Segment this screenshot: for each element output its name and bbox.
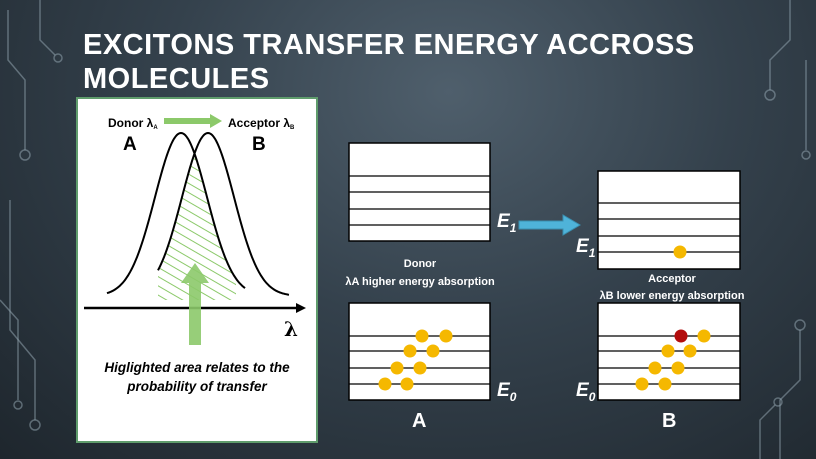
electron-dot	[648, 361, 662, 375]
electron-dot	[413, 361, 427, 375]
electron-dot	[439, 329, 453, 343]
energy-transfer-arrow	[518, 214, 581, 236]
transferring-electron-dot	[674, 329, 688, 343]
overlap-hatched-area	[158, 155, 236, 300]
curve-a-label: A	[123, 134, 137, 155]
caption-line-1: Higlighted area relates to the	[104, 360, 290, 375]
electron-dot	[697, 329, 711, 343]
electron-dot	[635, 377, 649, 391]
acceptor-title: Acceptor	[648, 273, 696, 285]
donor-to-acceptor-arrow	[164, 114, 222, 128]
donor-title: Donor	[403, 258, 437, 270]
electron-dot	[378, 377, 392, 391]
probability-arrow	[181, 263, 209, 345]
electron-dot	[400, 377, 414, 391]
acceptor-excited-box	[597, 170, 741, 270]
electron-dot	[683, 344, 697, 358]
acceptor-e0-label: E0	[576, 380, 596, 404]
electron-dot	[673, 245, 687, 259]
electron-dot	[661, 344, 675, 358]
electron-dot	[415, 329, 429, 343]
curve-b-label: B	[252, 134, 266, 155]
electron-dot	[390, 361, 404, 375]
acceptor-description: λB lower energy absorption	[599, 290, 745, 302]
donor-e0-label: E0	[497, 380, 517, 404]
donor-description: λA higher energy absorption	[345, 276, 495, 288]
electron-dot	[426, 344, 440, 358]
acceptor-label: Acceptor λB	[228, 116, 295, 131]
slide-title: EXCITONS TRANSFER ENERGY ACCROSS MOLECUL…	[83, 28, 695, 96]
lambda-axis-label: λ	[284, 317, 298, 341]
acceptor-absorption-curve	[157, 131, 290, 296]
title-line-2: MOLECULES	[83, 63, 270, 95]
acceptor-e1-label: E1	[576, 236, 596, 260]
donor-e1-label: E1	[497, 211, 517, 235]
electron-dot	[403, 344, 417, 358]
donor-label: Donor λA	[108, 116, 158, 131]
title-line-1: EXCITONS TRANSFER ENERGY ACCROSS	[83, 29, 695, 61]
molecule-b-label: B	[662, 410, 677, 432]
caption-line-2: probability of transfer	[126, 379, 267, 394]
molecule-a-label: A	[412, 410, 427, 432]
electron-dot	[671, 361, 685, 375]
electron-dot	[658, 377, 672, 391]
donor-emission-curve	[106, 131, 246, 295]
